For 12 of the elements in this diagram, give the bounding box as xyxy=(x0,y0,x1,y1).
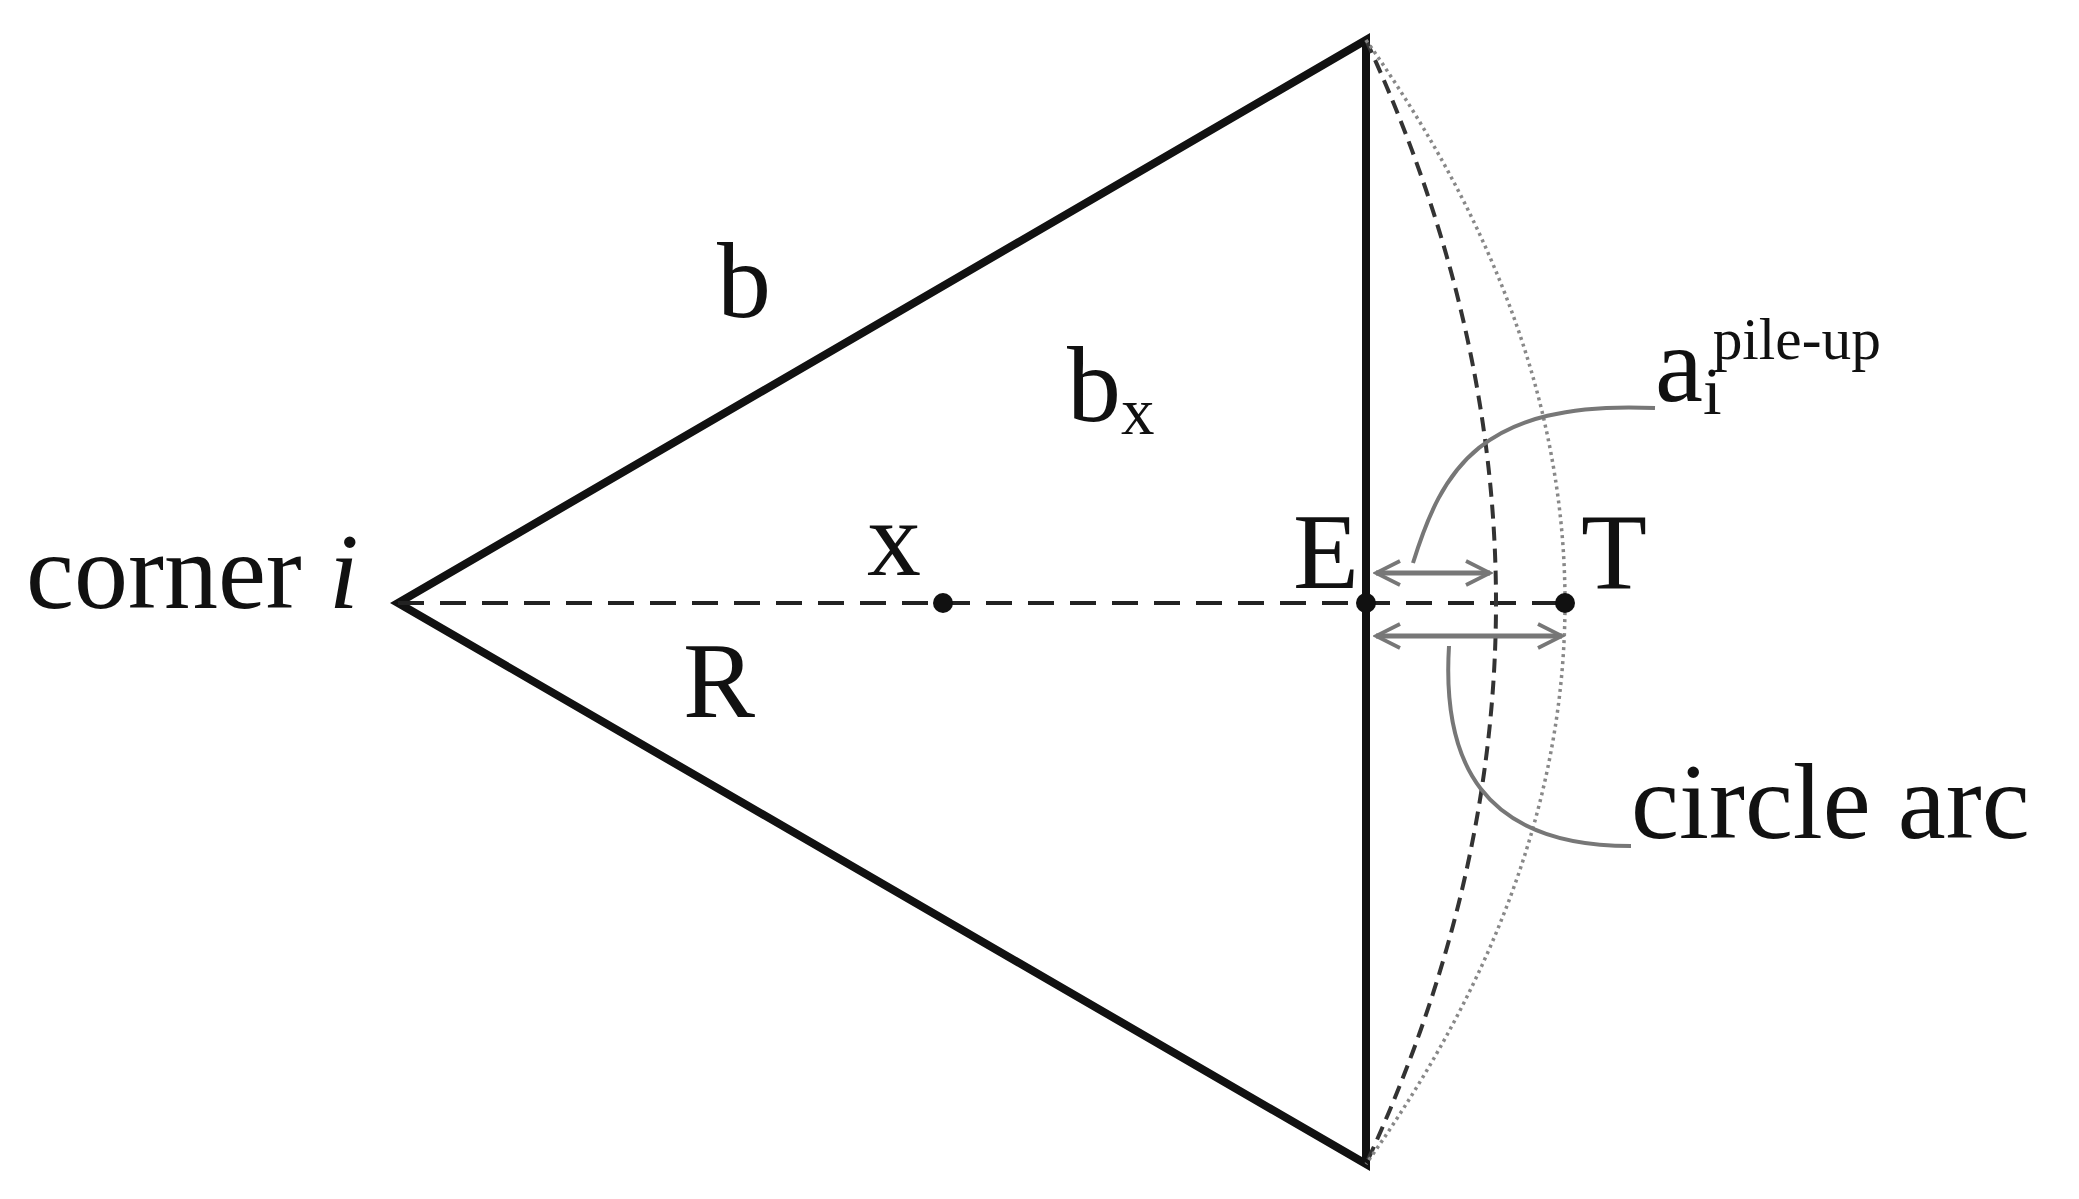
point-label: E xyxy=(1293,498,1359,606)
point-label: x xyxy=(867,485,921,593)
side-label: b xyxy=(717,227,771,335)
double-arrow xyxy=(1374,622,1564,650)
callout-label: circle arc xyxy=(1631,748,2030,856)
leader-line xyxy=(1446,645,1632,848)
side-label: b$_{x}$ xyxy=(1067,331,1155,446)
point-label: T xyxy=(1581,498,1647,606)
corner-label: corner i xyxy=(26,518,359,626)
length-label: R xyxy=(683,627,756,735)
double-arrow xyxy=(1374,559,1492,587)
leader-line xyxy=(1411,405,1655,564)
